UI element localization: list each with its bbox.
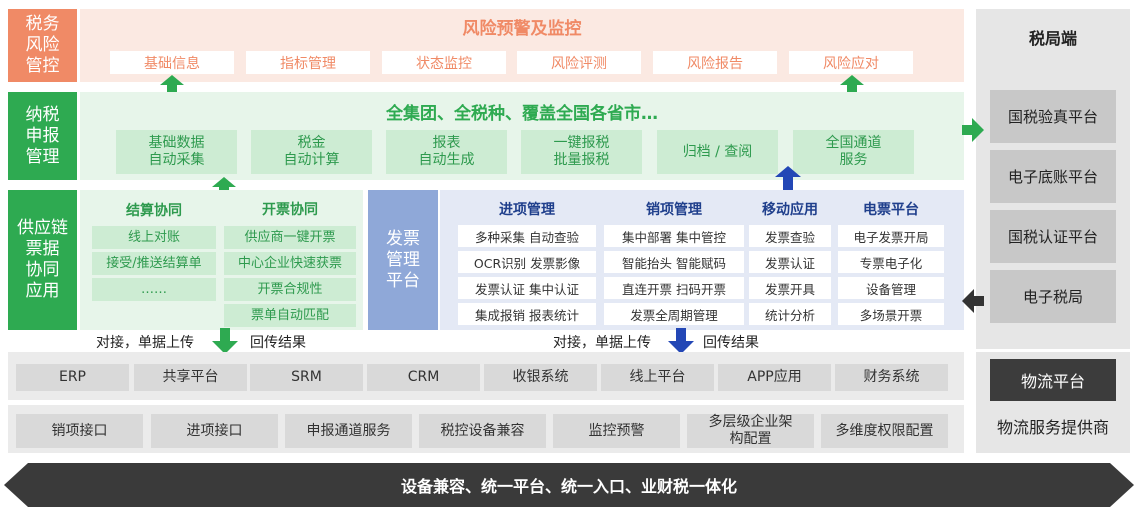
interface-box[interactable]: 申报通道服务 (285, 414, 412, 448)
flow-upload-text-left: 对接，单据上传 (96, 335, 194, 351)
tax-filing-item[interactable]: 全国通道 服务 (793, 130, 914, 174)
system-box[interactable]: ERP (16, 364, 129, 391)
invoice-column-title: 电票平台 (863, 202, 919, 218)
tax-filing-section-label: 纳税 申报 管理 (8, 92, 77, 180)
interface-box[interactable]: 多维度权限配置 (821, 414, 948, 448)
risk-item[interactable]: 风险评测 (517, 51, 641, 74)
right-arrow-icon (962, 118, 984, 146)
interface-box[interactable]: 进项接口 (151, 414, 278, 448)
risk-item[interactable]: 状态监控 (382, 51, 506, 74)
invoice-column-item[interactable]: 多场景开票 (838, 303, 944, 325)
footer-banner-text: 设备兼容、统一平台、统一入口、业财税一体化 (400, 477, 737, 496)
down-arrow-icon (212, 328, 238, 358)
risk-item[interactable]: 指标管理 (246, 51, 370, 74)
system-box[interactable]: SRM (250, 364, 363, 391)
tax-filing-item[interactable]: 税金 自动计算 (251, 130, 372, 174)
flow-upload-text-right: 对接，单据上传 (553, 335, 651, 351)
tax-filing-item[interactable]: 一键报税 批量报税 (521, 130, 642, 174)
settlement-title: 结算协同 (126, 203, 182, 219)
risk-section-label: 税务 风险 管控 (8, 9, 77, 82)
system-box[interactable]: APP应用 (718, 364, 831, 391)
settlement-item[interactable]: 线上对账 (92, 226, 216, 249)
down-arrow-icon (668, 328, 694, 358)
invoice-column-title: 进项管理 (499, 202, 555, 218)
invoicing-title: 开票协同 (262, 202, 318, 218)
invoice-column-item[interactable]: 设备管理 (838, 277, 944, 299)
system-box[interactable]: 收银系统 (484, 364, 597, 391)
left-arrow-icon (962, 289, 984, 317)
settlement-item[interactable]: …… (92, 278, 216, 301)
risk-item[interactable]: 风险报告 (653, 51, 777, 74)
invoice-column-item[interactable]: 发票全周期管理 (604, 303, 744, 325)
tax-bureau-item[interactable]: 国税认证平台 (990, 210, 1116, 263)
settlement-item[interactable]: 接受/推送结算单 (92, 252, 216, 275)
invoice-column-item[interactable]: 发票认证 集中认证 (458, 277, 596, 299)
up-arrow-icon (775, 166, 801, 194)
interface-box[interactable]: 监控预警 (553, 414, 680, 448)
invoice-platform-section-label: 发票 管理 平台 (368, 190, 438, 330)
tax-bureau-title: 税局端 (1028, 29, 1077, 48)
risk-item[interactable]: 风险应对 (789, 51, 913, 74)
invoice-column-item[interactable]: 发票查验 (749, 225, 831, 247)
invoice-column-item[interactable]: 专票电子化 (838, 251, 944, 273)
invoice-column-item[interactable]: 电子发票开局 (838, 225, 944, 247)
tax-filing-item[interactable]: 报表 自动生成 (386, 130, 507, 174)
invoice-column-item[interactable]: 统计分析 (749, 303, 831, 325)
risk-item[interactable]: 基础信息 (110, 51, 234, 74)
up-arrow-icon (212, 177, 236, 203)
invoice-column-item[interactable]: OCR识别 发票影像 (458, 251, 596, 273)
invoice-column-item[interactable]: 发票认证 (749, 251, 831, 273)
logistics-platform: 物流平台 (990, 359, 1116, 401)
tax-bureau-item[interactable]: 电子税局 (990, 270, 1116, 323)
invoice-column-item[interactable]: 多种采集 自动查验 (458, 225, 596, 247)
flow-return-text-left: 回传结果 (250, 335, 306, 351)
invoice-column-item[interactable]: 集成报销 报表统计 (458, 303, 596, 325)
system-box[interactable]: 财务系统 (835, 364, 948, 391)
tax-bureau-item[interactable]: 电子底账平台 (990, 150, 1116, 203)
logistics-provider: 物流服务提供商 (996, 418, 1109, 437)
up-arrow-icon (840, 75, 864, 101)
invoice-column-item[interactable]: 直连开票 扫码开票 (604, 277, 744, 299)
system-box[interactable]: 线上平台 (601, 364, 714, 391)
interface-box[interactable]: 多层级企业架 构配置 (687, 414, 814, 448)
flow-return-text-right: 回传结果 (703, 335, 759, 351)
invoicing-item[interactable]: 供应商一键开票 (224, 226, 356, 249)
supply-chain-section-label: 供应链 票据 协同 应用 (8, 190, 77, 330)
tax-filing-item[interactable]: 归档 / 查阅 (657, 130, 778, 174)
up-arrow-icon (160, 75, 184, 101)
tax-bureau-item[interactable]: 国税验真平台 (990, 90, 1116, 143)
footer-banner-shape (4, 463, 1134, 511)
system-box[interactable]: 共享平台 (134, 364, 247, 391)
invoice-column-item[interactable]: 智能抬头 智能赋码 (604, 251, 744, 273)
system-box[interactable]: CRM (367, 364, 480, 391)
tax-filing-item[interactable]: 基础数据 自动采集 (116, 130, 237, 174)
risk-section-title: 风险预警及监控 (462, 18, 582, 39)
tax-filing-section-title: 全集团、全税种、覆盖全国各省市… (386, 103, 658, 124)
invoicing-item[interactable]: 票单自动匹配 (224, 304, 356, 327)
invoicing-item[interactable]: 中心企业快速获票 (224, 252, 356, 275)
interface-box[interactable]: 销项接口 (16, 414, 143, 448)
invoicing-item[interactable]: 开票合规性 (224, 278, 356, 301)
invoice-column-title: 移动应用 (762, 202, 818, 218)
invoice-column-item[interactable]: 集中部署 集中管控 (604, 225, 744, 247)
invoice-column-title: 销项管理 (646, 202, 702, 218)
invoice-column-item[interactable]: 发票开具 (749, 277, 831, 299)
interface-box[interactable]: 税控设备兼容 (419, 414, 546, 448)
